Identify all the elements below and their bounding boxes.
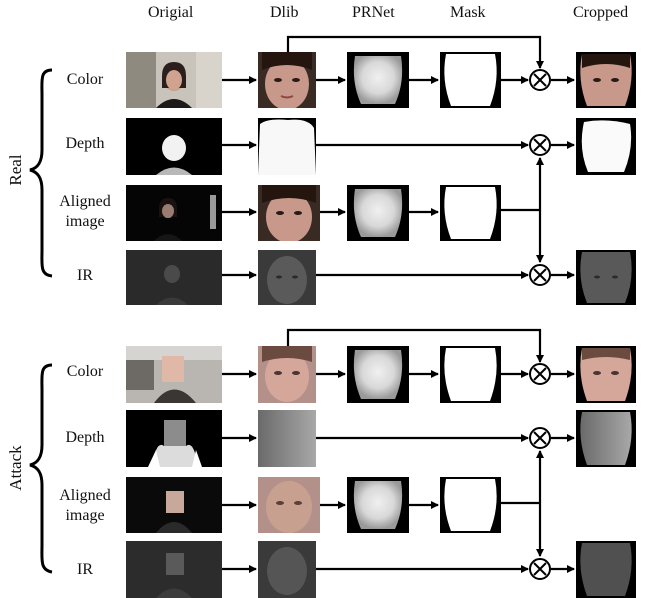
header-mask: Mask bbox=[450, 4, 486, 21]
row-label-aligned-attack: Aligned image bbox=[50, 486, 120, 526]
thumb-real-color-original bbox=[126, 52, 222, 108]
thumb-real-color-cropped bbox=[576, 52, 636, 108]
thumb-real-ir-original bbox=[126, 250, 222, 305]
thumb-real-aligned-dlib bbox=[258, 185, 320, 241]
thumb-real-ir-cropped bbox=[576, 250, 636, 305]
row-label-aligned-line1: Aligned bbox=[59, 487, 111, 504]
row-label-ir-real: IR bbox=[77, 267, 93, 284]
row-label-depth-real: Depth bbox=[65, 135, 105, 152]
operator-attack-depth bbox=[529, 427, 551, 449]
thumb-attack-ir-cropped bbox=[576, 541, 636, 598]
thumb-real-depth-dlib bbox=[258, 118, 316, 175]
thumb-attack-aligned-original bbox=[126, 477, 222, 533]
thumb-attack-color-cropped bbox=[576, 346, 636, 403]
thumb-real-color-mask bbox=[440, 52, 501, 108]
thumb-real-aligned-mask bbox=[440, 185, 501, 241]
thumb-attack-depth-dlib bbox=[258, 410, 316, 467]
operator-attack-color bbox=[529, 363, 551, 385]
thumb-real-aligned-original bbox=[126, 185, 222, 241]
row-label-color-attack: Color bbox=[66, 363, 104, 380]
thumb-attack-depth-original bbox=[126, 410, 222, 467]
operator-real-ir bbox=[529, 264, 551, 286]
row-label-aligned-line1: Aligned bbox=[59, 193, 111, 210]
thumb-attack-color-dlib bbox=[258, 346, 316, 403]
thumb-attack-ir-original bbox=[126, 541, 222, 598]
thumb-real-color-dlib bbox=[258, 52, 316, 108]
thumb-attack-aligned-prnet bbox=[347, 477, 409, 533]
thumb-attack-depth-cropped bbox=[576, 410, 636, 467]
operator-real-color bbox=[529, 69, 551, 91]
thumb-real-color-prnet bbox=[347, 52, 409, 108]
header-cropped: Cropped bbox=[573, 4, 629, 21]
thumb-attack-color-mask bbox=[440, 346, 501, 403]
operator-attack-ir bbox=[529, 558, 551, 580]
thumb-attack-ir-dlib bbox=[258, 541, 316, 598]
header-prnet: PRNet bbox=[352, 4, 395, 21]
header-original: Origial bbox=[148, 4, 194, 21]
row-label-color-real: Color bbox=[66, 71, 104, 88]
brace-attack bbox=[29, 363, 53, 574]
row-label-ir-attack: IR bbox=[77, 561, 93, 578]
thumb-real-depth-original bbox=[126, 118, 222, 175]
thumb-real-aligned-prnet bbox=[347, 185, 409, 241]
operator-real-depth bbox=[529, 134, 551, 156]
thumb-attack-color-original bbox=[126, 346, 222, 403]
brace-real bbox=[29, 68, 53, 278]
row-label-aligned-line2: image bbox=[65, 507, 105, 524]
row-label-aligned-line2: image bbox=[65, 213, 105, 230]
row-label-aligned-real: Aligned image bbox=[50, 192, 120, 232]
header-dlib: Dlib bbox=[270, 4, 299, 21]
row-label-depth-attack: Depth bbox=[65, 429, 105, 446]
thumb-attack-color-prnet bbox=[347, 346, 409, 403]
thumb-real-depth-cropped bbox=[576, 118, 636, 175]
thumb-attack-aligned-mask bbox=[440, 477, 501, 533]
thumb-real-ir-dlib bbox=[258, 250, 316, 305]
thumb-attack-aligned-dlib bbox=[258, 477, 320, 533]
